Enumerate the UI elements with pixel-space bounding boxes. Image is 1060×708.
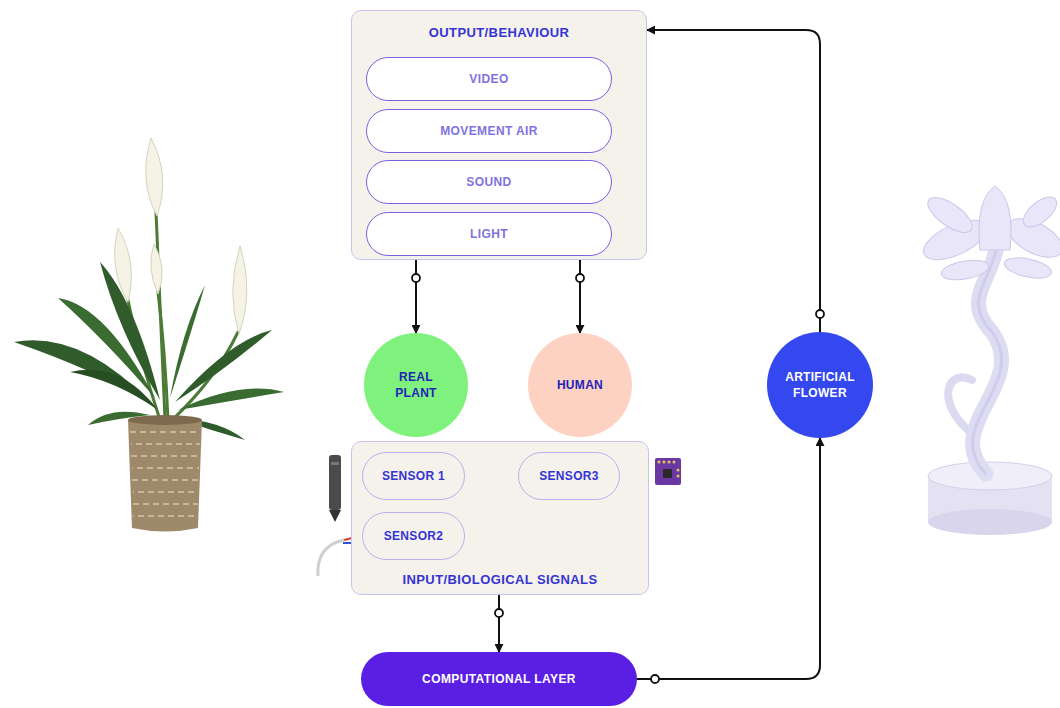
connector-line <box>579 260 581 333</box>
sensor-pill: SENSOR2 <box>362 512 465 560</box>
computational-pill: COMPUTATIONAL LAYER <box>361 652 637 706</box>
sensor-probe-icon <box>329 455 341 522</box>
sensor-pill: SENSOR 1 <box>362 452 465 500</box>
connector-origin-dot <box>816 310 824 318</box>
connector-origin-dot <box>576 274 584 282</box>
human-circle: HUMAN <box>528 333 632 437</box>
connector-line <box>415 260 417 333</box>
behaviour-pill: SOUND <box>366 160 612 204</box>
sensor-board-icon <box>655 458 681 485</box>
node-label: ARTIFICIAL FLOWER <box>777 369 863 401</box>
connector-origin-dot <box>651 675 659 683</box>
node-label: HUMAN <box>557 377 603 393</box>
node-label: VIDEO <box>469 72 508 86</box>
node-label: SENSOR 1 <box>382 469 445 483</box>
connector-line <box>637 438 820 679</box>
node-label: MOVEMENT AIR <box>440 124 538 138</box>
behaviour-pill: LIGHT <box>366 212 612 256</box>
connector-origin-dot <box>412 274 420 282</box>
flower-circle: ARTIFICIAL FLOWER <box>767 332 873 438</box>
connector-origin-dot <box>495 609 503 617</box>
plant-illustration <box>14 138 284 532</box>
connector-line <box>647 30 820 332</box>
connector-arrow <box>495 595 503 652</box>
behaviour-pill: MOVEMENT AIR <box>366 109 612 153</box>
node-label: REAL PLANT <box>381 369 451 401</box>
connector-line <box>498 595 500 652</box>
connector-arrow <box>637 438 820 683</box>
node-label: COMPUTATIONAL LAYER <box>422 672 576 686</box>
behaviour-pill: VIDEO <box>366 57 612 101</box>
sensor-wire-icon <box>318 538 352 576</box>
node-label: LIGHT <box>470 227 508 241</box>
node-label: SOUND <box>466 175 511 189</box>
connector-arrow <box>412 260 420 333</box>
sensor-pill: SENSOR3 <box>518 452 620 500</box>
panel-title: INPUT/BIOLOGICAL SIGNALS <box>352 572 648 587</box>
panel-title: OUTPUT/BEHAVIOUR <box>352 25 646 40</box>
connector-arrow <box>647 30 824 332</box>
node-label: SENSOR3 <box>539 469 598 483</box>
input-panel: INPUT/BIOLOGICAL SIGNALS SENSOR 1 SENSOR3S… <box>351 441 649 595</box>
connector-arrow <box>576 260 584 333</box>
plant-circle: REAL PLANT <box>364 333 468 437</box>
output-panel: OUTPUT/BEHAVIOUR VIDEO MOVEMENT AIR SOUND LI… <box>351 10 647 260</box>
node-label: SENSOR2 <box>384 529 443 543</box>
artificial-flower-illustration <box>918 186 1060 535</box>
